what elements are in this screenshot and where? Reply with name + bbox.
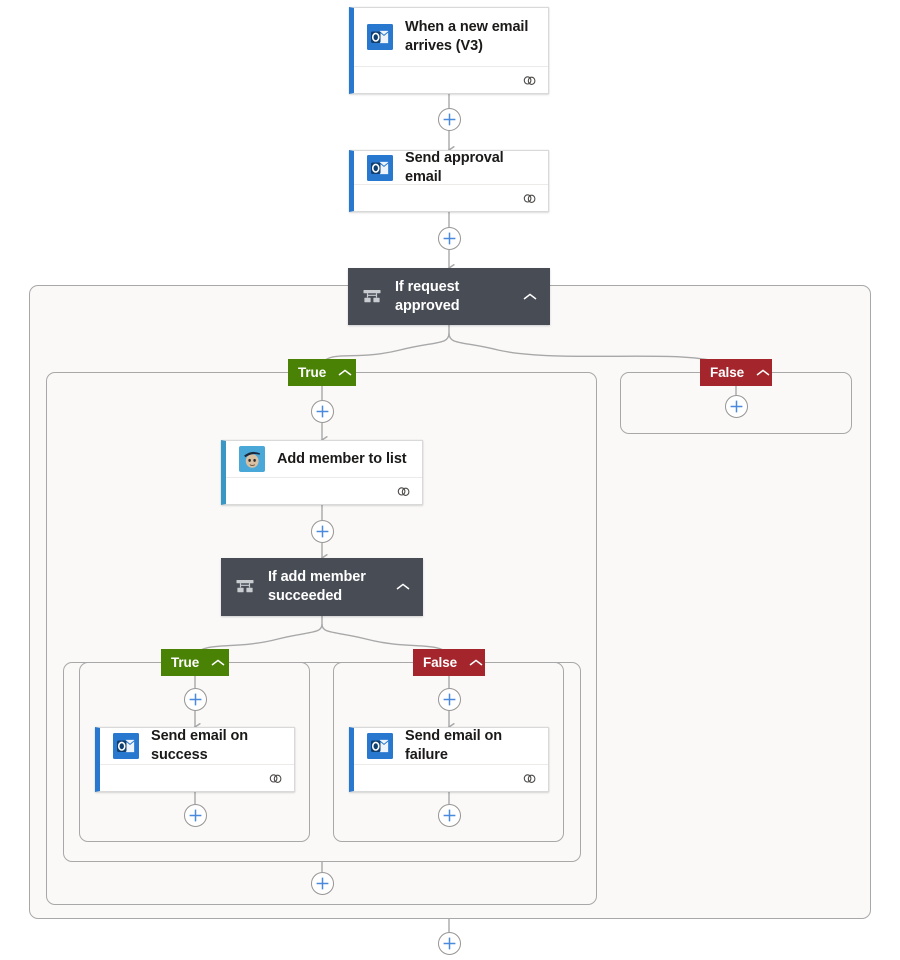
add-action-flow-bottom[interactable]	[438, 932, 461, 955]
action-card-send-approval-email[interactable]: Send approval email	[349, 150, 549, 212]
branch-label: True	[171, 655, 200, 670]
action-card-send-email-on-success[interactable]: Send email on success	[95, 727, 295, 792]
add-action-inner-true-bottom[interactable]	[184, 804, 207, 827]
card-footer	[226, 477, 422, 504]
card-footer	[354, 764, 548, 791]
add-action-outer-true-top[interactable]	[311, 400, 334, 423]
condition-title: If request approved	[395, 278, 460, 314]
connector-link-icon	[523, 75, 536, 85]
card-title: When a new email arrives (V3)	[405, 19, 529, 54]
chevron-up-icon[interactable]	[522, 292, 538, 302]
chevron-up-icon[interactable]	[755, 368, 771, 378]
connector-link-icon	[397, 486, 410, 496]
card-header: Send approval email	[354, 149, 548, 185]
branch-label: True	[298, 365, 327, 380]
branch-label: False	[423, 655, 458, 670]
outlook-icon	[367, 24, 393, 50]
chevron-up-icon[interactable]	[395, 582, 411, 592]
add-action-outer-true-bottom[interactable]	[311, 872, 334, 895]
add-action-after-trigger[interactable]	[438, 108, 461, 131]
card-header: Send email on failure	[354, 728, 548, 764]
action-card-add-member-to-list[interactable]: Add member to list	[221, 440, 423, 505]
branch-badge-outer-true[interactable]: True	[288, 359, 356, 386]
add-action-after-send-approval[interactable]	[438, 227, 461, 250]
card-header: When a new email arrives (V3)	[354, 8, 548, 66]
card-header: Send email on success	[100, 728, 294, 764]
card-title: Send email on failure	[405, 728, 502, 763]
connector-link-icon	[523, 773, 536, 783]
outlook-icon	[367, 733, 393, 759]
control-condition-icon	[236, 580, 254, 593]
card-header: Add member to list	[226, 441, 422, 477]
outlook-icon	[367, 154, 393, 181]
control-condition-icon	[363, 289, 381, 302]
branch-badge-inner-true[interactable]: True	[161, 649, 229, 676]
connector-link-icon	[523, 193, 536, 203]
condition-title: If add member succeeded	[268, 569, 366, 604]
branch-badge-inner-false[interactable]: False	[413, 649, 485, 676]
outlook-icon	[113, 733, 139, 759]
card-footer	[354, 66, 548, 93]
chevron-up-icon[interactable]	[468, 658, 484, 668]
card-footer	[100, 764, 294, 791]
add-action-inner-false-top[interactable]	[438, 688, 461, 711]
branch-label: False	[710, 365, 745, 380]
action-card-when-new-email-arrives[interactable]: When a new email arrives (V3)	[349, 7, 549, 94]
card-footer	[354, 184, 548, 211]
chevron-up-icon[interactable]	[337, 368, 353, 378]
mailchimp-icon	[239, 446, 265, 472]
card-title: Send approval email	[405, 149, 504, 185]
card-title: Add member to list	[277, 450, 407, 467]
card-title: Send email on success	[151, 728, 248, 763]
action-card-send-email-on-failure[interactable]: Send email on failure	[349, 727, 549, 792]
chevron-up-icon[interactable]	[210, 658, 226, 668]
condition-node-if-add-member-succeeded[interactable]: If add member succeeded	[221, 558, 423, 616]
add-action-after-add-member[interactable]	[311, 520, 334, 543]
add-action-inner-false-bottom[interactable]	[438, 804, 461, 827]
branch-badge-outer-false[interactable]: False	[700, 359, 772, 386]
add-action-outer-false-branch[interactable]	[725, 395, 748, 418]
connector-link-icon	[269, 773, 282, 783]
add-action-inner-true-top[interactable]	[184, 688, 207, 711]
condition-node-if-request-approved[interactable]: If request approved	[348, 268, 550, 325]
